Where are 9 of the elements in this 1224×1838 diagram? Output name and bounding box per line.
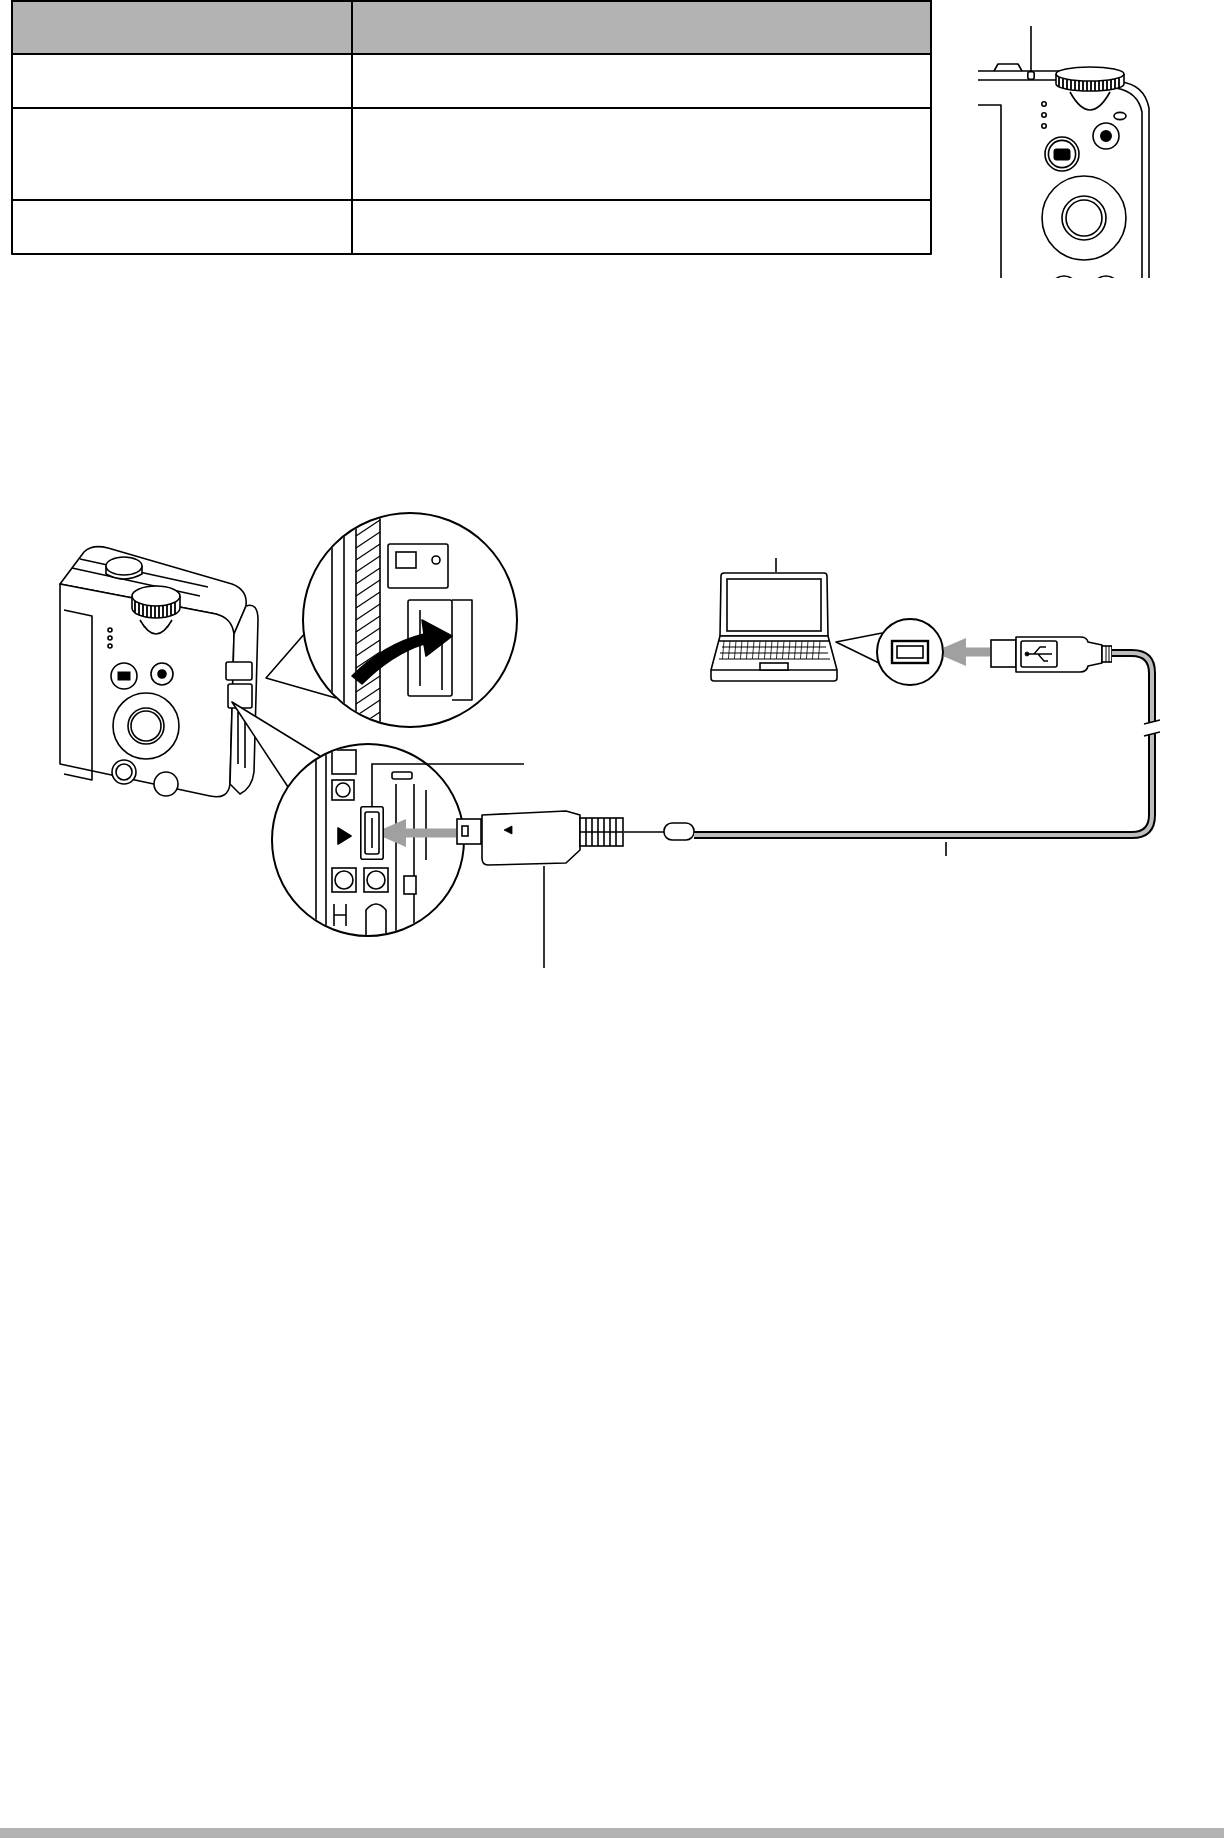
laptop-illustration bbox=[710, 572, 884, 684]
usb-plug bbox=[990, 636, 1112, 674]
leader-line bbox=[945, 841, 947, 857]
camera-illustration bbox=[978, 62, 1154, 278]
indicator-lamp bbox=[1027, 71, 1035, 80]
usb-cable bbox=[624, 648, 1160, 842]
port-callout bbox=[876, 618, 944, 686]
leader-line bbox=[1030, 25, 1032, 72]
leader-line bbox=[775, 557, 777, 573]
